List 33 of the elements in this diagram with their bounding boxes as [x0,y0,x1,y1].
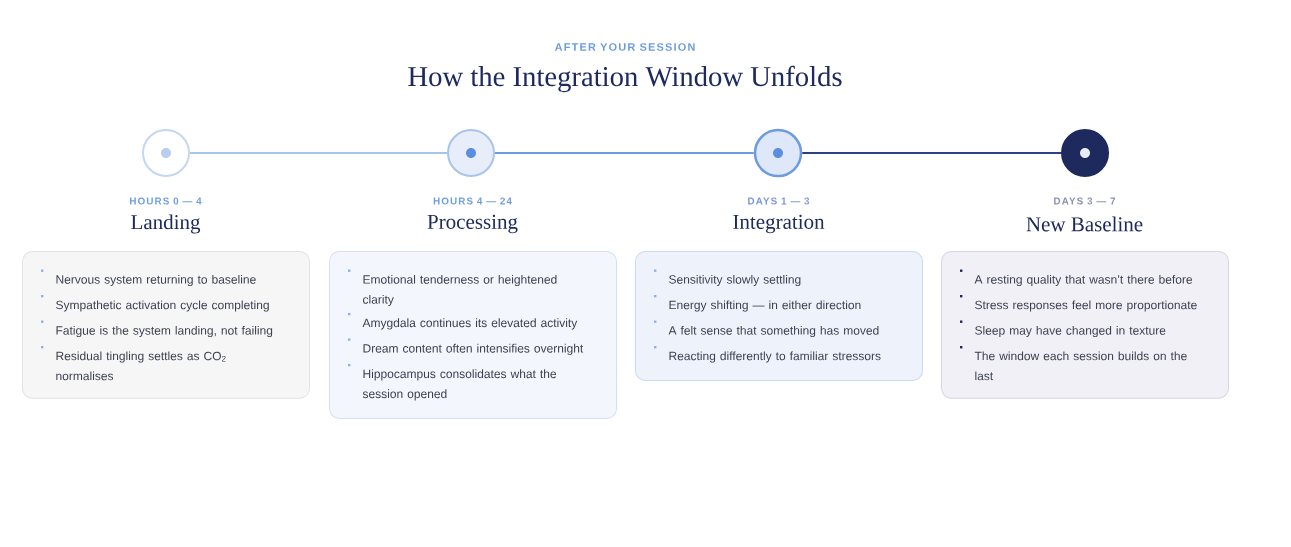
list-item: Reacting differently to familiar stressors [669,351,881,363]
list-item: Sensitivity slowly settling [669,274,801,287]
milestone-marker [753,128,803,178]
timeline-line [189,152,448,154]
list-item: Dream content often intensifies overnight [363,343,584,355]
list-item: A resting quality that wasn’t there before [974,274,1193,287]
list-item: Sleep may have changed in texture [975,325,1166,338]
list-item: Stress responses feel more proportionate [975,300,1197,312]
milestone-marker [142,129,190,177]
list-item: A felt sense that something has moved [668,325,879,338]
list-item: Sympathetic activation cycle completing [56,300,269,312]
phase-label: DAYS 3 — 7 [1054,197,1116,205]
list-item: Nervous system returning to baseline [56,274,256,287]
phase-heading: New Baseline [1026,216,1143,232]
phase-label: HOURS 0 — 4 [130,197,202,205]
phase-heading: Integration [733,214,825,234]
list-item: Fatigue is the system landing, not failing [56,325,273,338]
list-item: Energy shifting — in either direction [669,300,861,312]
milestone-marker [1061,129,1109,177]
list-item: Amygdala continues its elevated activity [362,318,578,330]
timeline-line [494,152,755,154]
title: How the Integration Window Unfolds [408,65,842,93]
phase-heading: Landing [131,214,201,234]
phase-heading: Processing [427,214,518,234]
milestone-marker [447,129,495,177]
list-item: Emotional tenderness or heightened clarity [363,274,557,307]
phase-label: DAYS 1 — 3 [748,197,810,205]
list-item: Hippocampus consolidates what the session opened [362,369,557,401]
list-item: The window each session builds on the last [974,351,1187,381]
kicker-label: AFTER YOUR SESSION [554,43,695,51]
timeline-line [801,152,1062,154]
list-item: Residual tingling settles as CO$_{2}$ normalises [56,351,226,381]
phase-label: HOURS 4 — 24 [433,197,512,205]
